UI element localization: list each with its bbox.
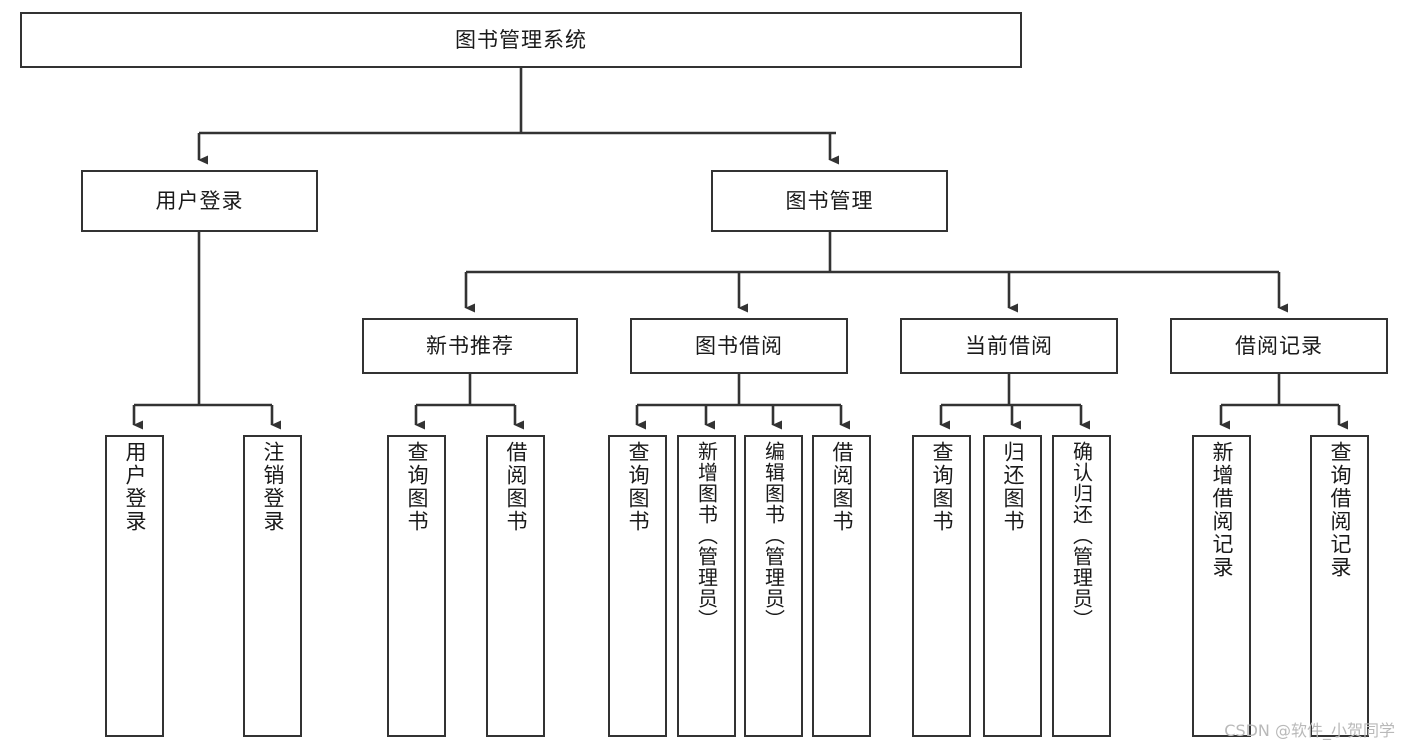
level1-node-1[interactable]: 用户登录 [81, 170, 318, 232]
leaf-node-11[interactable]: 确认归还（管理员） [1052, 435, 1111, 737]
leaf-node-9-label: 查询图书 [930, 441, 954, 533]
leaf-node-8-label: 借阅图书 [830, 441, 854, 533]
edges-current-to-leaves [939, 374, 1090, 430]
edges-bookmgmt-to-level2 [464, 232, 1288, 313]
leaf-node-12[interactable]: 新增借阅记录 [1192, 435, 1251, 737]
level2-node-3-label: 当前借阅 [965, 333, 1053, 358]
level2-node-3[interactable]: 当前借阅 [900, 318, 1118, 374]
leaf-node-2-label: 注销登录 [261, 441, 285, 533]
level2-node-4[interactable]: 借阅记录 [1170, 318, 1388, 374]
leaf-node-3-label: 查询图书 [405, 441, 429, 533]
level2-node-1[interactable]: 新书推荐 [362, 318, 578, 374]
leaf-node-13[interactable]: 查询借阅记录 [1310, 435, 1369, 737]
leaf-node-4[interactable]: 借阅图书 [486, 435, 545, 737]
leaf-node-11-label: 确认归还（管理员） [1069, 441, 1094, 630]
level1-node-2[interactable]: 图书管理 [711, 170, 948, 232]
leaf-node-10-label: 归还图书 [1001, 441, 1025, 533]
leaf-node-6-label: 新增图书（管理员） [694, 441, 719, 630]
leaf-node-7-label: 编辑图书（管理员） [761, 441, 786, 630]
edges-userlogin-to-leaves [132, 232, 281, 430]
leaf-node-1[interactable]: 用户登录 [105, 435, 164, 737]
level2-node-4-label: 借阅记录 [1235, 333, 1323, 358]
leaf-node-9[interactable]: 查询图书 [912, 435, 971, 737]
leaf-node-2[interactable]: 注销登录 [243, 435, 302, 737]
leaf-node-5[interactable]: 查询图书 [608, 435, 667, 737]
edges-record-to-leaves [1219, 374, 1348, 430]
level1-node-1-label: 用户登录 [155, 188, 244, 213]
edges-borrow-to-leaves [635, 374, 850, 430]
edges-root-to-level1 [197, 68, 839, 165]
root-node-1-label: 图书管理系统 [455, 27, 587, 52]
level2-node-2[interactable]: 图书借阅 [630, 318, 848, 374]
leaf-node-5-label: 查询图书 [626, 441, 650, 533]
leaf-node-7[interactable]: 编辑图书（管理员） [744, 435, 803, 737]
level2-node-1-label: 新书推荐 [426, 333, 514, 358]
edges-newbook-to-leaves [414, 374, 524, 430]
leaf-node-8[interactable]: 借阅图书 [812, 435, 871, 737]
leaf-node-6[interactable]: 新增图书（管理员） [677, 435, 736, 737]
leaf-node-3[interactable]: 查询图书 [387, 435, 446, 737]
root-node-1[interactable]: 图书管理系统 [20, 12, 1022, 68]
leaf-node-12-label: 新增借阅记录 [1210, 441, 1234, 579]
level1-node-2-label: 图书管理 [785, 188, 874, 213]
leaf-node-13-label: 查询借阅记录 [1328, 441, 1352, 579]
leaf-node-1-label: 用户登录 [123, 441, 147, 533]
leaf-node-4-label: 借阅图书 [504, 441, 528, 533]
leaf-node-10[interactable]: 归还图书 [983, 435, 1042, 737]
csdn-watermark: CSDN @软件_小贺同学 [1224, 721, 1395, 740]
level2-node-2-label: 图书借阅 [695, 333, 783, 358]
